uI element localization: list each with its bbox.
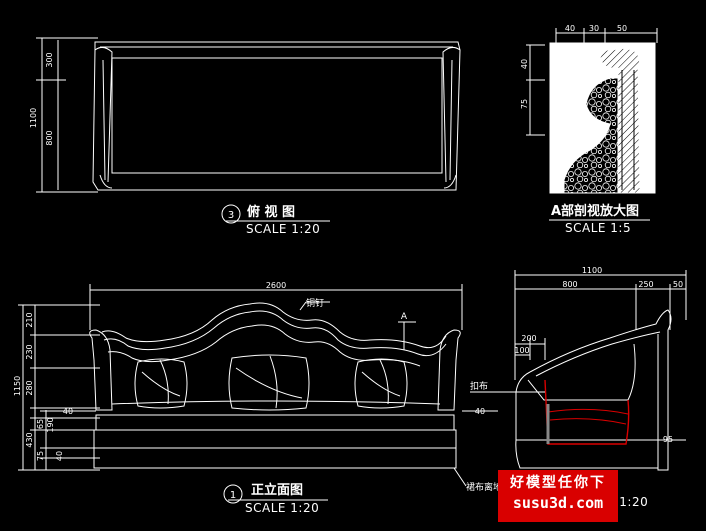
front-note-nail: 铜钉: [306, 297, 324, 309]
front-view-scale: SCALE 1:20: [245, 501, 319, 515]
side-dim-100: 100: [514, 346, 529, 355]
detail-dimension-labels: 40 30 50 40 75: [520, 24, 627, 109]
front-dim-65: 65: [36, 419, 45, 429]
front-dim-190: 190: [46, 417, 55, 432]
watermark-line1: 好模型任你下: [510, 475, 606, 491]
top-view-scale: SCALE 1:20: [246, 222, 320, 236]
detail-dim-50h: 50: [617, 24, 627, 33]
front-note-cloth: 裙布离地: [466, 481, 502, 493]
side-dim-250: 250: [638, 280, 653, 289]
front-view-title-block: 1 正立面图 SCALE 1:20: [223, 482, 328, 515]
detail-dim-30h: 30: [589, 24, 599, 33]
top-dim-300: 300: [45, 52, 54, 67]
top-dim-1100: 1100: [29, 108, 38, 128]
side-dim-50: 50: [673, 280, 683, 289]
front-view-title: 正立面图: [251, 482, 303, 498]
detail-title-block: A部剖视放大图 SCALE 1:5: [549, 203, 650, 235]
side-view: [470, 270, 687, 471]
front-dim-210: 210: [25, 312, 34, 327]
front-view-number: 1: [230, 490, 236, 501]
front-dim-230: 230: [25, 344, 34, 359]
top-dim-800: 800: [45, 130, 54, 145]
front-dim-40-lower: 40: [55, 451, 64, 461]
side-dim-1100: 1100: [582, 266, 602, 275]
side-dim-200: 200: [521, 334, 536, 343]
detail-title: A部剖视放大图: [551, 203, 639, 219]
front-dim-40-left: 40: [63, 407, 73, 416]
watermark-banner: 好模型任你下 susu3d.com: [498, 470, 618, 522]
side-dim-800: 800: [562, 280, 577, 289]
detail-dim-75v: 75: [520, 99, 529, 109]
front-dim-width: 2600: [266, 281, 286, 290]
side-note-button: 扣布: [470, 380, 488, 392]
front-dim-40-right: 40: [475, 407, 485, 416]
watermark-line2: susu3d.com: [512, 494, 604, 512]
detail-dim-40v: 40: [520, 59, 529, 69]
top-view-title-block: 3 俯 视 图 SCALE 1:20: [221, 204, 330, 236]
front-dim-1150: 1150: [13, 376, 22, 396]
front-dim-430: 430: [25, 432, 34, 447]
front-dim-75: 75: [36, 451, 45, 461]
top-view-dimension-labels: 300 800 1100: [29, 52, 54, 145]
detail-scale: SCALE 1:5: [565, 221, 631, 235]
top-view-number: 3: [228, 210, 234, 221]
front-dim-280: 280: [25, 380, 34, 395]
front-view: [18, 284, 498, 487]
detail-dim-40h: 40: [565, 24, 575, 33]
detail-view: [526, 28, 658, 194]
side-dim-95: 95: [663, 435, 673, 444]
front-section-mark: A: [401, 312, 408, 322]
top-view: [36, 37, 461, 193]
top-view-title: 俯 视 图: [247, 204, 295, 220]
front-view-dimension-labels: 2600 1150 210 230 280 430 190 65 75 40 4…: [13, 281, 502, 493]
